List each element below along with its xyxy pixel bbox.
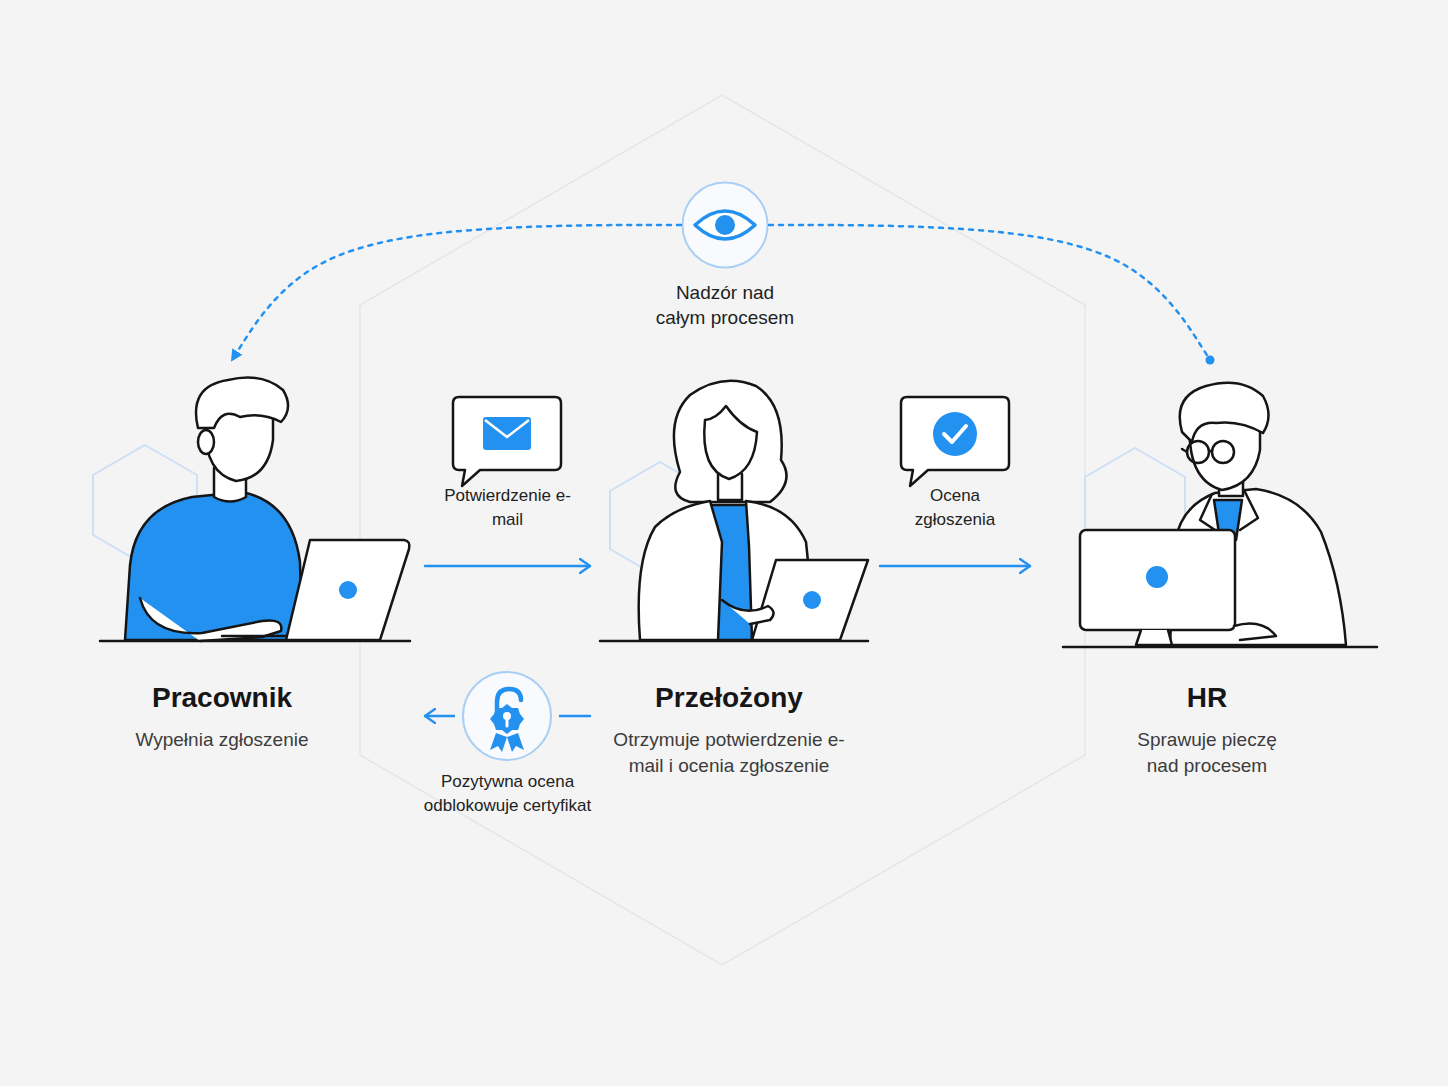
check-bubble-icon bbox=[944, 426, 966, 442]
employee-illustration bbox=[205, 404, 273, 481]
certificate-lock-icon bbox=[497, 689, 521, 715]
arrow-connector bbox=[425, 715, 590, 718]
certificate-lock-icon bbox=[490, 704, 524, 734]
circle-outline bbox=[683, 183, 768, 268]
hr-illustration bbox=[1187, 441, 1209, 463]
manager-illustration bbox=[722, 600, 774, 624]
hr-illustration bbox=[1190, 414, 1260, 490]
certificate-lock-icon bbox=[506, 718, 509, 726]
employee-illustration bbox=[100, 640, 410, 643]
role-node: PrzełożonyOtrzymuje potwierdzenie e-mail… bbox=[590, 360, 880, 790]
role-heading: HR bbox=[1147, 681, 1267, 715]
arrow-connector bbox=[425, 565, 590, 568]
edge-label: Potwierdzenie e-mail bbox=[443, 484, 573, 532]
check-bubble-icon bbox=[933, 412, 977, 456]
certificate-lock-icon bbox=[463, 672, 551, 760]
dotted-connector bbox=[769, 225, 1210, 360]
hr-illustration bbox=[1080, 530, 1235, 630]
dotted-connector bbox=[232, 225, 681, 360]
certificate-lock-icon bbox=[503, 712, 511, 720]
employee-illustration bbox=[196, 378, 288, 428]
role-node: PracownikWypełnia zgłoszenie bbox=[85, 360, 425, 790]
manager-illustration bbox=[674, 381, 787, 502]
employee-illustration bbox=[100, 378, 410, 641]
certificate-lock-icon bbox=[455, 664, 559, 768]
hr-illustration bbox=[1170, 489, 1346, 645]
role-description: Sprawuje pieczę nad procesem bbox=[1122, 727, 1292, 779]
hr-illustration bbox=[1182, 449, 1212, 452]
certificate-lock-icon bbox=[507, 733, 524, 752]
employee-illustration bbox=[140, 598, 281, 641]
decor-hexagons bbox=[93, 445, 197, 565]
employee-illustration bbox=[222, 635, 292, 638]
manager-illustration bbox=[639, 501, 722, 640]
hr-illustration bbox=[1136, 630, 1172, 645]
hr-illustration bbox=[1214, 500, 1242, 540]
hr-illustration bbox=[1234, 624, 1276, 640]
role-heading: Przełożony bbox=[619, 681, 839, 715]
manager-illustration bbox=[746, 501, 812, 640]
hr-illustration bbox=[1212, 441, 1234, 463]
background-hexagon bbox=[360, 95, 1085, 965]
manager-illustration bbox=[704, 505, 756, 640]
background-hexagon bbox=[360, 95, 1085, 965]
certificate-lock-icon bbox=[455, 664, 559, 768]
decor-hexagons bbox=[610, 462, 710, 578]
manager-illustration bbox=[704, 406, 757, 479]
edge-label: Ocena zgłoszenia bbox=[900, 484, 1010, 532]
eye-icon bbox=[695, 211, 755, 239]
edge-label: Pozytywna ocena odblokowuje certyfikat bbox=[403, 770, 613, 818]
decor-hexagons bbox=[93, 445, 1185, 578]
arrow-connector bbox=[880, 565, 1030, 568]
manager-illustration bbox=[600, 640, 868, 643]
email-bubble-icon bbox=[483, 417, 531, 450]
employee-illustration bbox=[125, 492, 302, 640]
hr-illustration bbox=[1180, 383, 1269, 442]
employee-illustration bbox=[286, 540, 409, 640]
employee-illustration bbox=[214, 468, 246, 502]
role-node: HR Sprawuje pieczę nad procesem bbox=[1030, 360, 1380, 790]
hr-illustration bbox=[1219, 470, 1243, 496]
check-bubble-icon bbox=[901, 397, 1009, 486]
role-description: Wypełnia zgłoszenie bbox=[102, 727, 342, 753]
certificate-lock-icon bbox=[490, 733, 507, 752]
eye-icon bbox=[715, 215, 735, 235]
manager-illustration bbox=[752, 560, 868, 640]
manager-illustration bbox=[803, 591, 821, 609]
employee-illustration bbox=[339, 581, 357, 599]
node-caption: Nadzór nad całym procesem bbox=[655, 280, 795, 330]
employee-illustration bbox=[198, 430, 214, 454]
manager-illustration bbox=[718, 474, 742, 500]
hr-illustration bbox=[1146, 566, 1168, 588]
oversight-circle: Nadzór nad całym procesem bbox=[681, 181, 769, 269]
decor-hexagons bbox=[1085, 448, 1185, 564]
hr-illustration bbox=[1063, 383, 1377, 647]
check-bubble-icon bbox=[901, 397, 1009, 486]
eye-icon bbox=[695, 211, 755, 239]
role-description: Otrzymuje potwierdzenie e-mail i ocenia … bbox=[604, 727, 854, 779]
email-bubble-icon bbox=[453, 397, 561, 486]
hr-illustration bbox=[1063, 646, 1377, 649]
circle-outline bbox=[681, 181, 769, 269]
role-heading: Pracownik bbox=[122, 681, 322, 715]
email-bubble-icon bbox=[485, 420, 529, 437]
manager-illustration bbox=[600, 381, 868, 641]
hr-illustration bbox=[1200, 490, 1258, 532]
email-bubble-icon bbox=[453, 397, 561, 486]
